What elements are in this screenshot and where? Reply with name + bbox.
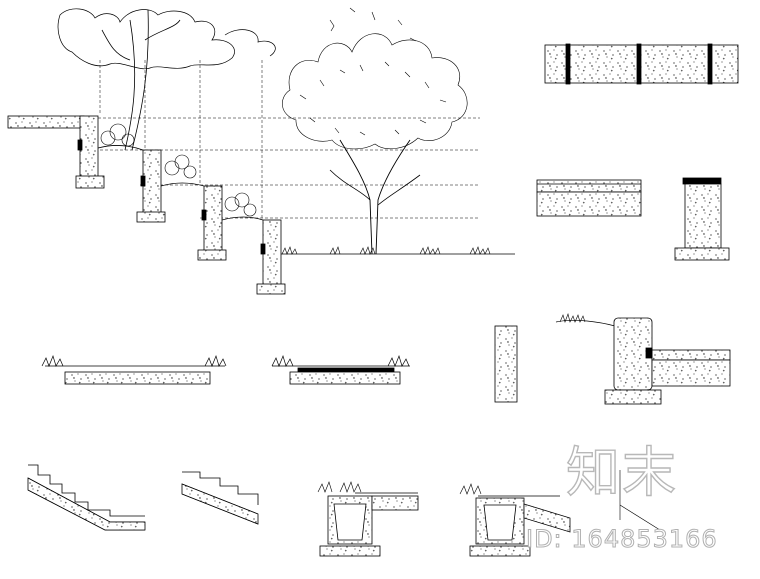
drain-channel-detail-2	[459, 470, 661, 557]
grass	[281, 246, 491, 255]
terraced-section	[7, 7, 515, 295]
planter-edge-detail-2	[271, 354, 410, 385]
tree-canopy	[282, 7, 468, 150]
planter-edge-detail-1	[41, 354, 227, 385]
retaining-wall-detail	[555, 312, 731, 405]
stair-section-1	[27, 464, 146, 531]
shrub-cluster	[100, 123, 257, 217]
stair-section-2	[181, 471, 259, 525]
watermark-brand: 知末	[565, 441, 678, 504]
curb-column-detail	[494, 325, 518, 403]
paving-section-detail	[536, 179, 642, 217]
drain-channel-detail-1	[317, 481, 419, 557]
watermark-id: ID: 164853166	[526, 525, 718, 553]
wall-cap-detail	[674, 177, 730, 261]
paving-strip-detail	[544, 43, 739, 85]
dimension-guides	[78, 60, 480, 220]
